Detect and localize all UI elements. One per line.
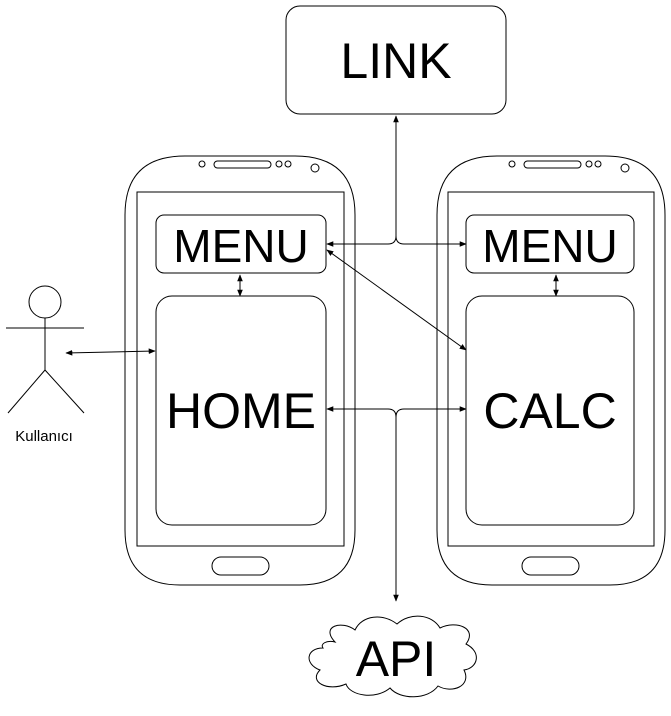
phone-left-sensor-icon: [284, 160, 292, 168]
actor-leg-left: [7, 369, 46, 414]
actor-label: Kullanıcı: [15, 428, 73, 445]
phone-right-camera-icon: [620, 163, 630, 173]
connector-home-calc: [327, 409, 466, 418]
actor-head: [28, 285, 62, 319]
phone-left-screen: [136, 191, 345, 547]
phone-left-screen-label: HOME: [166, 383, 316, 439]
phone-left: MENU HOME: [124, 155, 356, 586]
api-label: API: [356, 631, 437, 687]
phone-right-screen-label: CALC: [483, 383, 616, 439]
connector-menu-calc: [326, 249, 467, 351]
phone-right-sensor-icon: [585, 160, 593, 168]
link-node: LINK: [285, 5, 507, 115]
api-cloud-shape: [308, 615, 477, 698]
phone-right-menu[interactable]: MENU: [465, 214, 635, 274]
connector-actor-home: [65, 348, 156, 356]
phone-left-sensor-icon: [198, 160, 206, 168]
api-node: API: [308, 615, 477, 698]
phone-right-menu-label: MENU: [482, 220, 617, 272]
actor-leg-right: [44, 369, 85, 414]
phone-right-speaker: [523, 160, 582, 169]
phone-left-speaker: [213, 160, 272, 169]
phone-left-home-screen[interactable]: HOME: [155, 295, 327, 526]
link-label: LINK: [340, 33, 451, 89]
phone-right-sensor-icon: [594, 160, 602, 168]
connector-menu-menu: [327, 235, 466, 244]
actor-user: Kullanıcı: [6, 285, 85, 445]
phone-right-sensor-icon: [508, 160, 516, 168]
phone-right-screen: [447, 191, 655, 547]
phone-left-camera-icon: [310, 163, 320, 173]
phone-right-home-button[interactable]: [521, 556, 580, 576]
phone-left-sensor-icon: [275, 160, 283, 168]
phone-right: MENU CALC: [436, 155, 666, 586]
phone-left-menu[interactable]: MENU: [155, 214, 327, 274]
phone-right-calc-screen[interactable]: CALC: [465, 295, 635, 526]
phone-left-home-button[interactable]: [211, 556, 270, 576]
phone-left-menu-label: MENU: [173, 220, 308, 272]
